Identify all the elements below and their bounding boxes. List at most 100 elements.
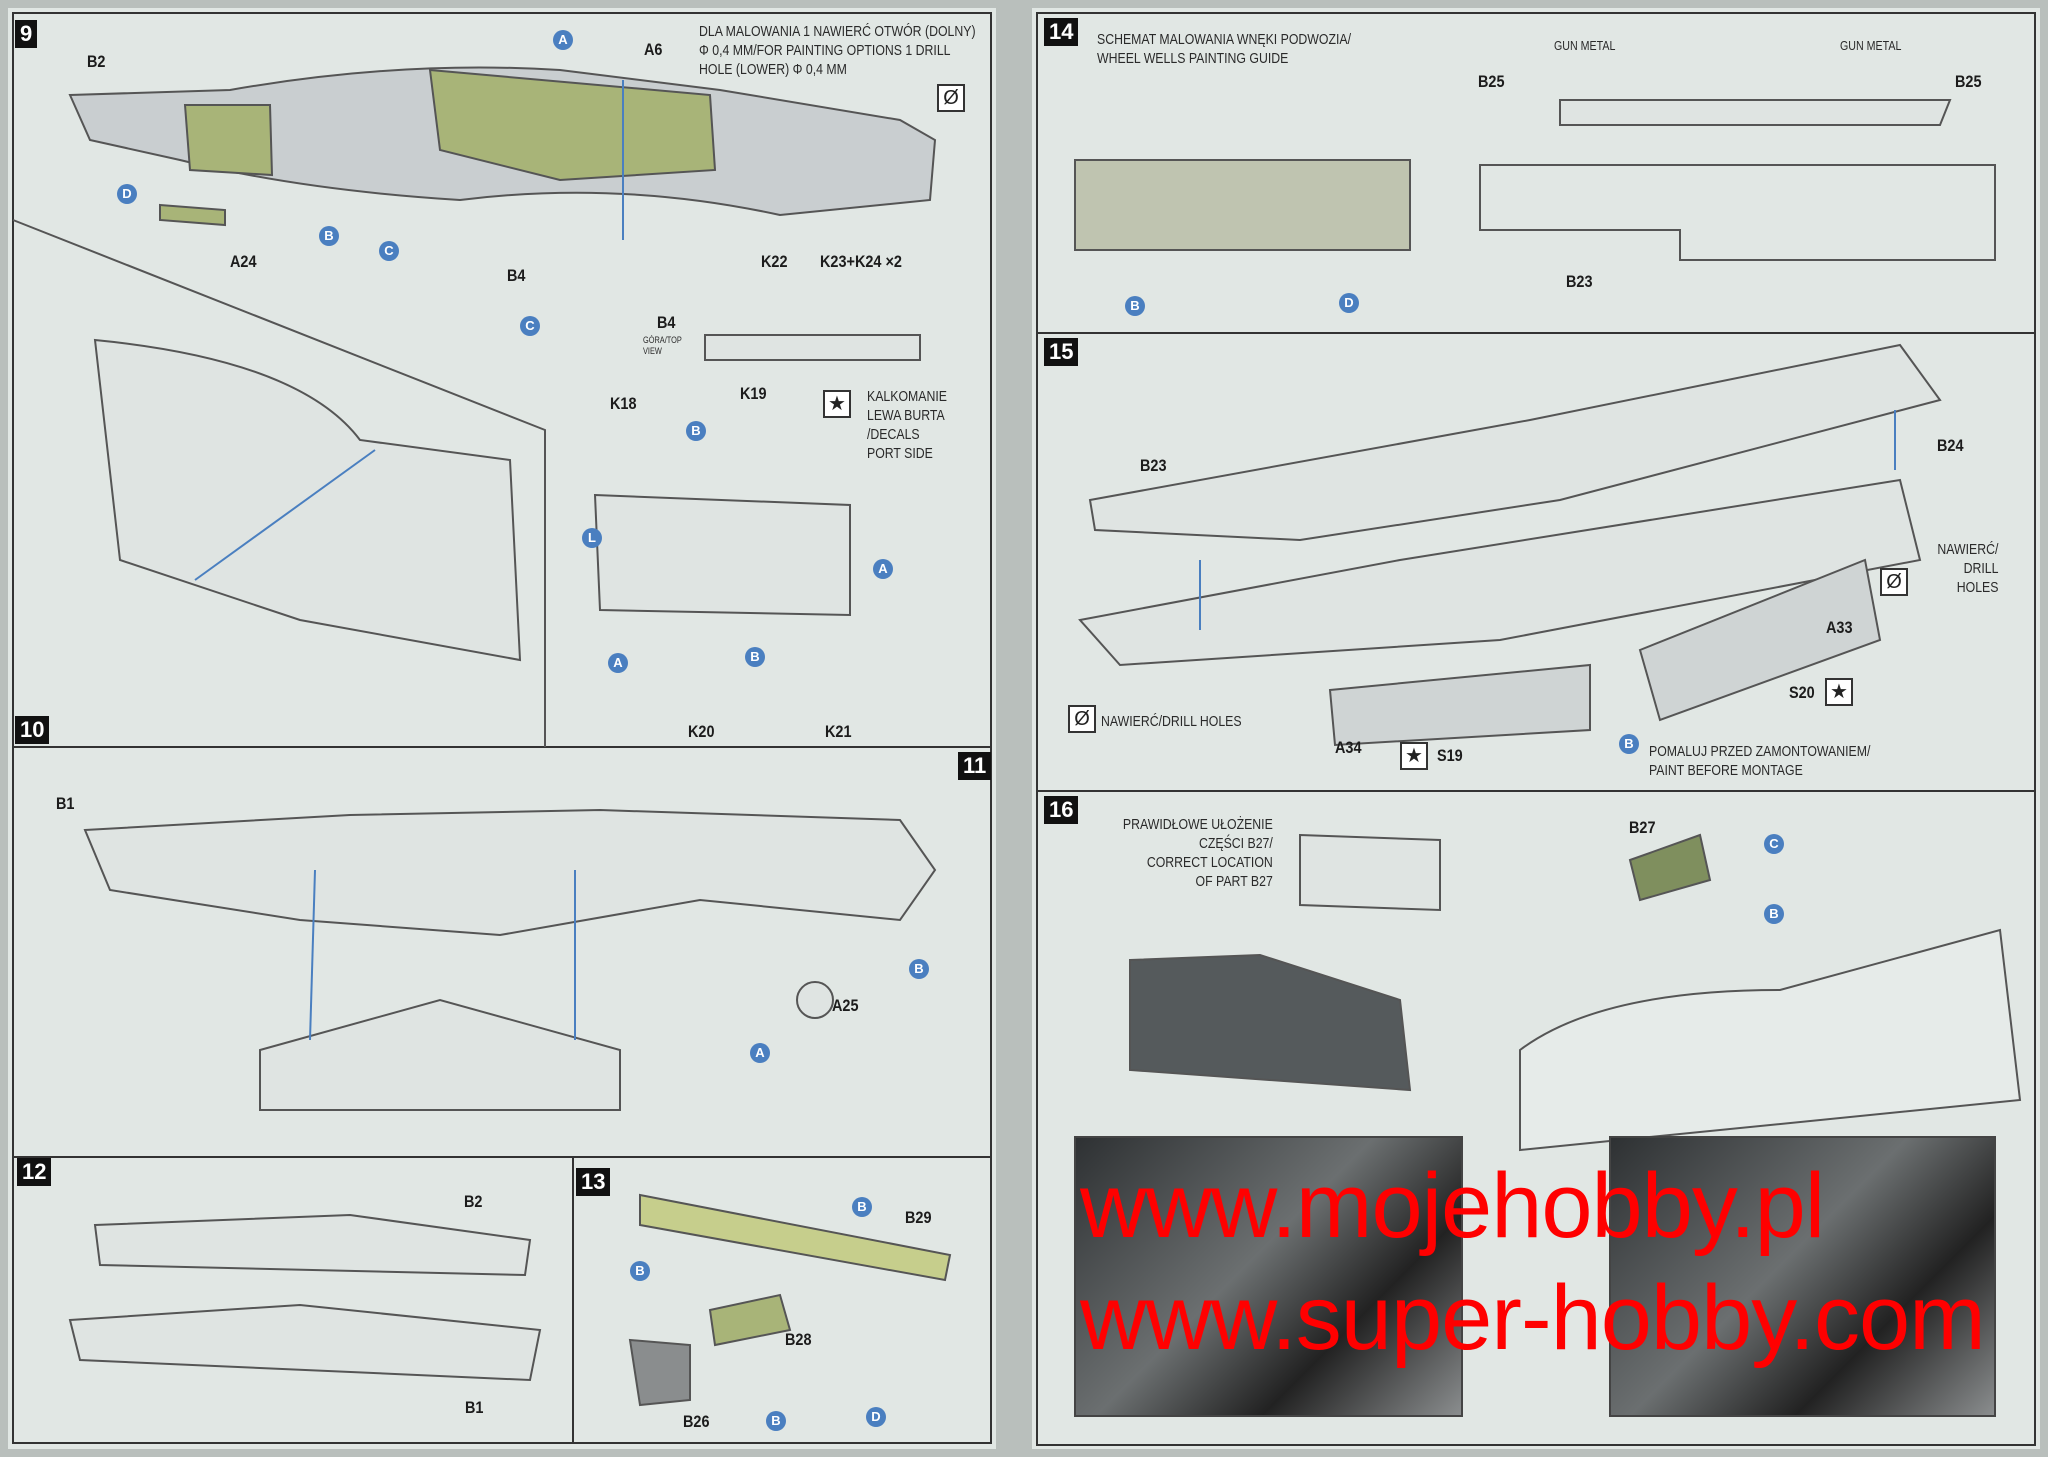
part-label-s19: S19 [1437,746,1463,765]
drill-holes-inline-note: NAWIERĆ/DRILL HOLES [1101,713,1242,730]
callout-a: A [608,653,628,673]
part-label-k19: K19 [740,384,767,403]
callout-b: B [686,421,706,441]
part-label-b27: B27 [1629,818,1656,837]
step-number-16: 16 [1044,796,1079,824]
decal-star-icon: ★ [1400,742,1428,770]
part-label-a24: A24 [230,252,257,271]
callout-c: C [520,316,540,336]
callout-b: B [630,1261,650,1281]
part-label-a6: A6 [644,40,663,59]
part-label-b24: B24 [1937,436,1964,455]
part-label-k22: K22 [761,252,788,271]
part-label-k21: K21 [825,722,852,741]
callout-b: B [852,1197,872,1217]
instrument-panel-drawing [593,493,851,617]
green-part-a24 [183,104,274,177]
callout-b: B [766,1411,786,1431]
green-part-b27 [1628,833,1712,902]
part-label-a33: A33 [1826,618,1853,637]
landing-gear-a25-drawing [796,981,834,1019]
wing-b23-lower [1078,478,1922,667]
callout-c: C [1764,834,1784,854]
callout-d: D [117,184,137,204]
green-part-b29 [639,1193,952,1282]
part-label-b4-top: B4 [657,313,676,332]
wheel-well-painting-guide [1074,159,1411,251]
fuselage-b2-step12 [93,1213,532,1277]
part-label-b26: B26 [683,1412,710,1431]
top-view-label: GÓRA/TOP VIEW [643,335,682,356]
callout-b: B [1619,734,1639,754]
detail-view-outline [12,219,546,747]
cockpit-render-photo-1 [1074,1136,1463,1417]
part-label-b4: B4 [507,266,526,285]
wing-root-drawing [1519,928,2022,1152]
part-label-a25: A25 [832,996,859,1015]
drill-icon: Ø [1068,705,1096,733]
b27-location-note: PRAWIDŁOWE UŁOŻENIE CZĘŚCI B27/ CORRECT … [1123,816,1273,890]
callout-d: D [1339,293,1359,313]
callout-b: B [319,226,339,246]
cockpit-render-photo-2 [1609,1136,1996,1417]
callout-a: A [553,30,573,50]
cockpit-detail-drawing [93,338,522,662]
callout-l: L [582,528,602,548]
b4-top-view-drawing [704,334,921,361]
arrow-line [309,869,316,1041]
part-label-b23: B23 [1140,456,1167,475]
step-number-14: 14 [1044,18,1079,46]
gun-metal-label: GUN METAL [1840,38,1902,53]
decal-star-icon: ★ [1825,678,1853,706]
part-label-s20: S20 [1789,683,1815,702]
part-label-b28: B28 [785,1330,812,1349]
wing-b23-top [1559,99,1952,126]
wing-b24-upper [1088,343,1942,542]
gun-metal-label: GUN METAL [1554,38,1616,53]
drill-note: DLA MALOWANIA 1 NAWIERĆ OTWÓR (DOLNY) Φ … [699,23,976,78]
step-number-10: 10 [15,716,50,744]
part-b26 [628,1338,691,1407]
step-number-11: 11 [958,752,992,780]
drill-icon: Ø [1880,568,1908,596]
part-label-k23-k24: K23+K24 ×2 [820,252,902,271]
part-label-a34: A34 [1335,738,1362,757]
cockpit-3d-part [1129,953,1412,1092]
part-a33 [1638,558,1882,722]
decal-note: KALKOMANIE LEWA BURTA /DECALS PORT SIDE [867,388,947,462]
part-label-b2: B2 [87,52,106,71]
paint-before-montage-note: POMALUJ PRZED ZAMONTOWANIEM/ PAINT BEFOR… [1649,743,1871,779]
callout-b: B [1125,296,1145,316]
decal-star-icon: ★ [823,390,851,418]
step-16-panel [1036,790,2036,1446]
arrow-line [194,449,376,581]
drill-icon: Ø [937,84,965,112]
callout-d: D [866,1407,886,1427]
step-number-9: 9 [15,20,38,48]
green-cockpit-part [428,68,717,182]
part-label-b25: B25 [1478,72,1505,91]
step-number-15: 15 [1044,338,1079,366]
part-label-k20: K20 [688,722,715,741]
part-label-b1: B1 [56,794,75,813]
wing-center-drawing [1479,164,1996,261]
part-a34 [1328,663,1591,747]
part-label-b25: B25 [1955,72,1982,91]
step-number-12: 12 [17,1158,52,1186]
callout-b: B [745,647,765,667]
part-label-b1: B1 [465,1398,484,1417]
cockpit-floor-drawing [259,998,621,1111]
watermark-text: www.mojehobby.pl www.super-hobby.com [1080,1155,1986,1369]
callout-a: A [750,1043,770,1063]
drill-holes-note: NAWIERĆ/ DRILL HOLES [1936,541,1998,596]
green-part-b28 [708,1293,792,1347]
b27-location-drawing [1299,833,1441,912]
part-label-b2: B2 [464,1192,483,1211]
callout-b: B [909,959,929,979]
callout-b: B [1764,904,1784,924]
callout-a: A [873,559,893,579]
wheel-wells-note: SCHEMAT MALOWANIA WNĘKI PODWOZIA/ WHEEL … [1097,31,1351,67]
callout-c: C [379,241,399,261]
step-number-13: 13 [576,1168,611,1196]
